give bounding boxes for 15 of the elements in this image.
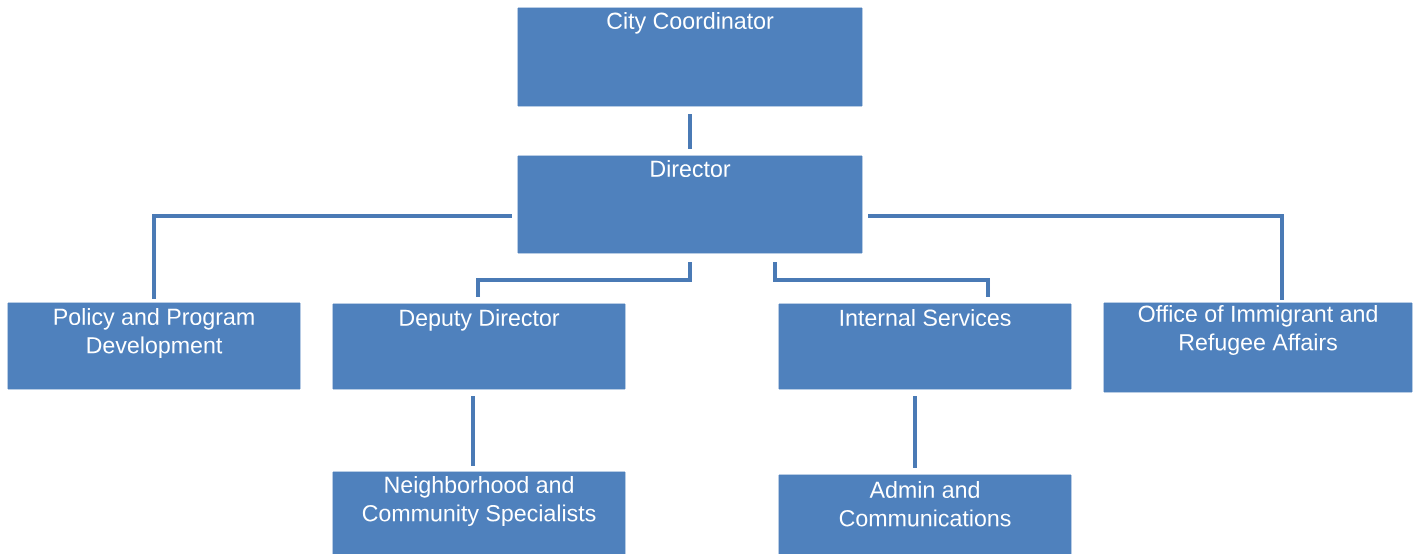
org-box: Internal Services [778,303,1072,390]
org-box: City Coordinator [517,7,863,107]
connector-line [471,396,475,466]
connector-line [868,214,1284,300]
org-box: Deputy Director [332,303,626,390]
connector-line [152,214,512,299]
connector-line [913,396,917,468]
connector-line [476,262,692,297]
org-box: Policy and Program Development [7,302,301,390]
org-box: Neighborhood and Community Specialists [332,471,626,554]
connector-line [688,114,692,149]
org-box: Office of Immigrant and Refugee Affairs [1103,302,1413,393]
connector-line [773,262,990,297]
org-box: Director [517,155,863,254]
org-box: Admin and Communications [778,474,1072,554]
